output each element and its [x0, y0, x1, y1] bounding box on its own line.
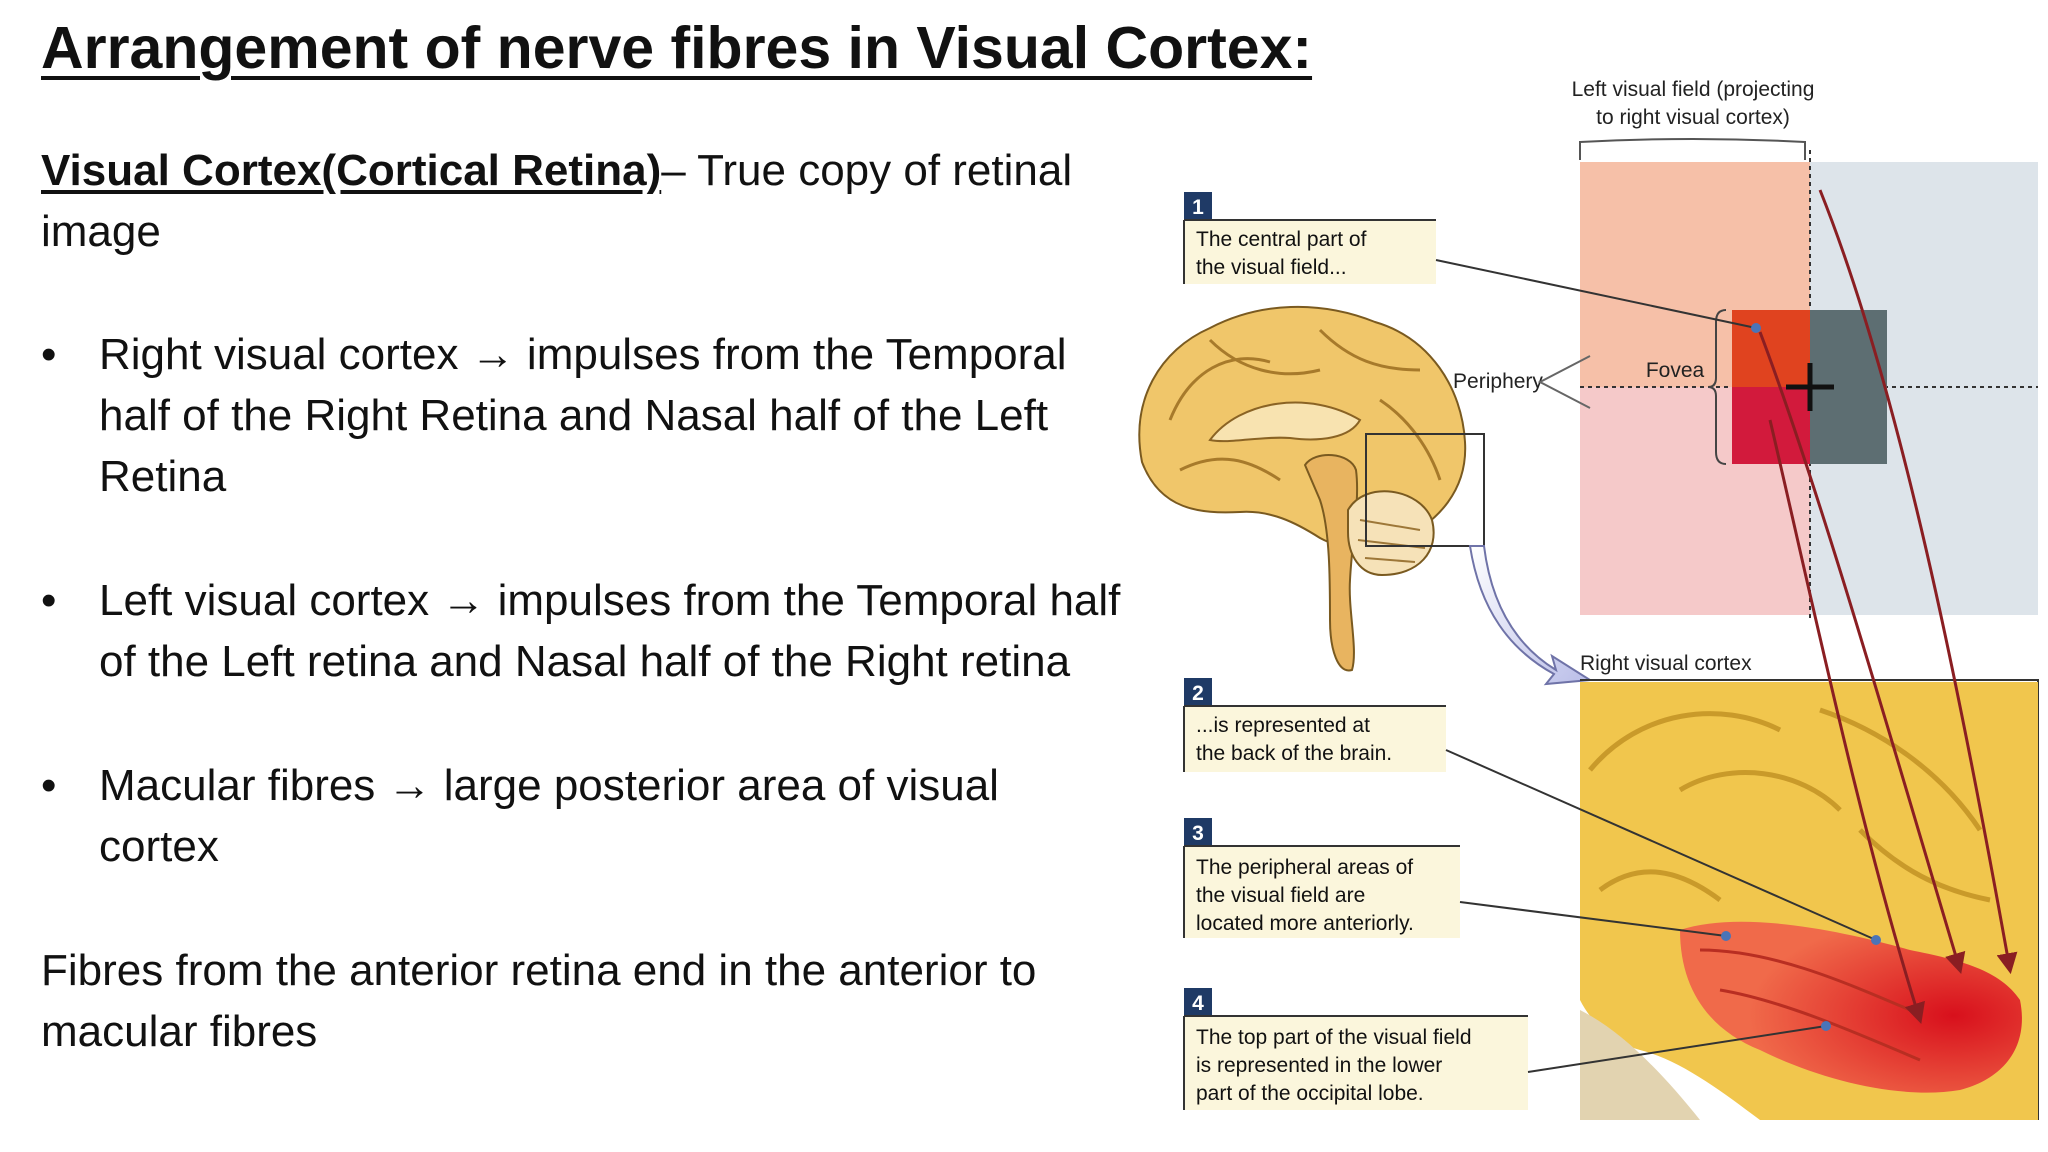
- callout-3: 3 The peripheral areas of the visual fie…: [1183, 818, 1731, 941]
- periphery-label: Periphery: [1453, 370, 1543, 393]
- callout-2-line1: ...is represented at: [1196, 714, 1370, 737]
- zoom-arrow: [1468, 545, 1594, 686]
- mapping-arrow-2: [1768, 419, 1925, 1025]
- bullet-text: Left visual cortex → impulses from the T…: [99, 576, 1121, 686]
- callout-4-line2: is represented in the lower: [1196, 1054, 1442, 1077]
- callout-3-line3: located more anteriorly.: [1196, 912, 1414, 935]
- field-caption-line1: Left visual field (projecting: [1572, 78, 1815, 101]
- cortex-caption: Right visual cortex: [1580, 652, 1752, 675]
- subtitle-text: – True copy of retinal image: [41, 146, 1073, 256]
- callout-1: 1 The central part of the visual field..…: [1183, 192, 1761, 333]
- callout-3-number: 3: [1192, 822, 1204, 845]
- callout-1-line2: the visual field...: [1196, 256, 1347, 279]
- subtitle-label: Visual Cortex(Cortical Retina): [41, 146, 662, 195]
- bullet-list: • Right visual cortex → impulses from the…: [41, 324, 1121, 877]
- bullet-text: Macular fibres → large posterior area of…: [99, 761, 999, 871]
- callout-3-line2: the visual field are: [1196, 884, 1365, 907]
- closing-text: Fibres from the anterior retina end in t…: [41, 946, 1037, 1056]
- callout-2: 2 ...is represented at the back of the b…: [1183, 678, 1881, 945]
- callout-1-number: 1: [1192, 196, 1204, 219]
- fovea-label: Fovea: [1646, 359, 1705, 382]
- mapping-arrow-1: [1758, 331, 1966, 975]
- callout-4-line3: part of the occipital lobe.: [1196, 1082, 1424, 1105]
- bullet-item: • Left visual cortex → impulses from the …: [41, 570, 1121, 692]
- visual-cortex-figure: Left visual field (projecting to right v…: [1138, 78, 2039, 1120]
- bullet-item: • Macular fibres → large posterior area o…: [41, 755, 1121, 877]
- bullet-dot: •: [41, 330, 57, 379]
- periphery-pointer: [1537, 355, 1591, 409]
- subtitle: Visual Cortex(Cortical Retina)– True cop…: [41, 140, 1121, 262]
- brain-illustration: [1138, 305, 1485, 672]
- field-bracket: [1579, 138, 1806, 160]
- callout-2-number: 2: [1192, 682, 1204, 705]
- callout-4: 4 The top part of the visual field is re…: [1183, 988, 1831, 1110]
- mapping-arrow-3: [1818, 189, 2018, 975]
- bullet-dot: •: [41, 761, 57, 810]
- bullet-text: Right visual cortex → impulses from the …: [99, 330, 1067, 501]
- callout-3-line1: The peripheral areas of: [1196, 856, 1413, 879]
- callout-2-line2: the back of the brain.: [1196, 742, 1392, 765]
- bullet-dot: •: [41, 576, 57, 625]
- text-column: Visual Cortex(Cortical Retina)– True cop…: [41, 140, 1121, 1062]
- bullet-item: • Right visual cortex → impulses from the…: [41, 324, 1121, 507]
- callout-4-number: 4: [1192, 992, 1204, 1015]
- fovea-upper: [1732, 310, 1810, 387]
- field-caption-line2: to right visual cortex): [1596, 106, 1790, 129]
- fixation-cross: [1786, 363, 1834, 411]
- slide-title: Arrangement of nerve fibres in Visual Co…: [41, 15, 1313, 81]
- fovea-bracket: [1707, 309, 1727, 465]
- callout-1-line1: The central part of: [1196, 228, 1367, 251]
- callout-4-line1: The top part of the visual field: [1196, 1026, 1472, 1049]
- occipital-highlight-box: [1365, 433, 1485, 547]
